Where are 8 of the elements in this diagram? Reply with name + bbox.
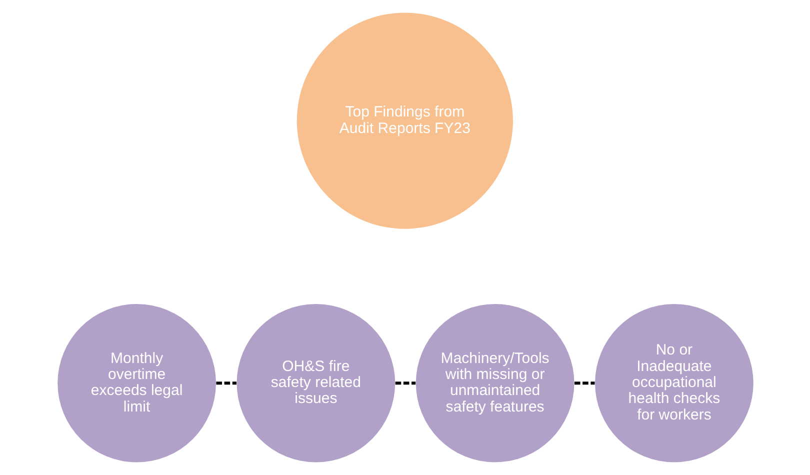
node-circle: Machinery/Tools with missing or unmaintained safety features	[415, 304, 574, 462]
connector	[574, 382, 594, 385]
node-circle: OH&S fire safety related issues	[236, 304, 395, 462]
node-circle: No or Inadequate occupational health checks for workers	[594, 304, 753, 462]
node-circle: Monthly overtime exceeds legal limit	[57, 304, 216, 462]
node-circle: Top Findings from Audit Reports FY23	[296, 12, 512, 229]
connector	[394, 382, 416, 385]
connector	[216, 382, 236, 385]
